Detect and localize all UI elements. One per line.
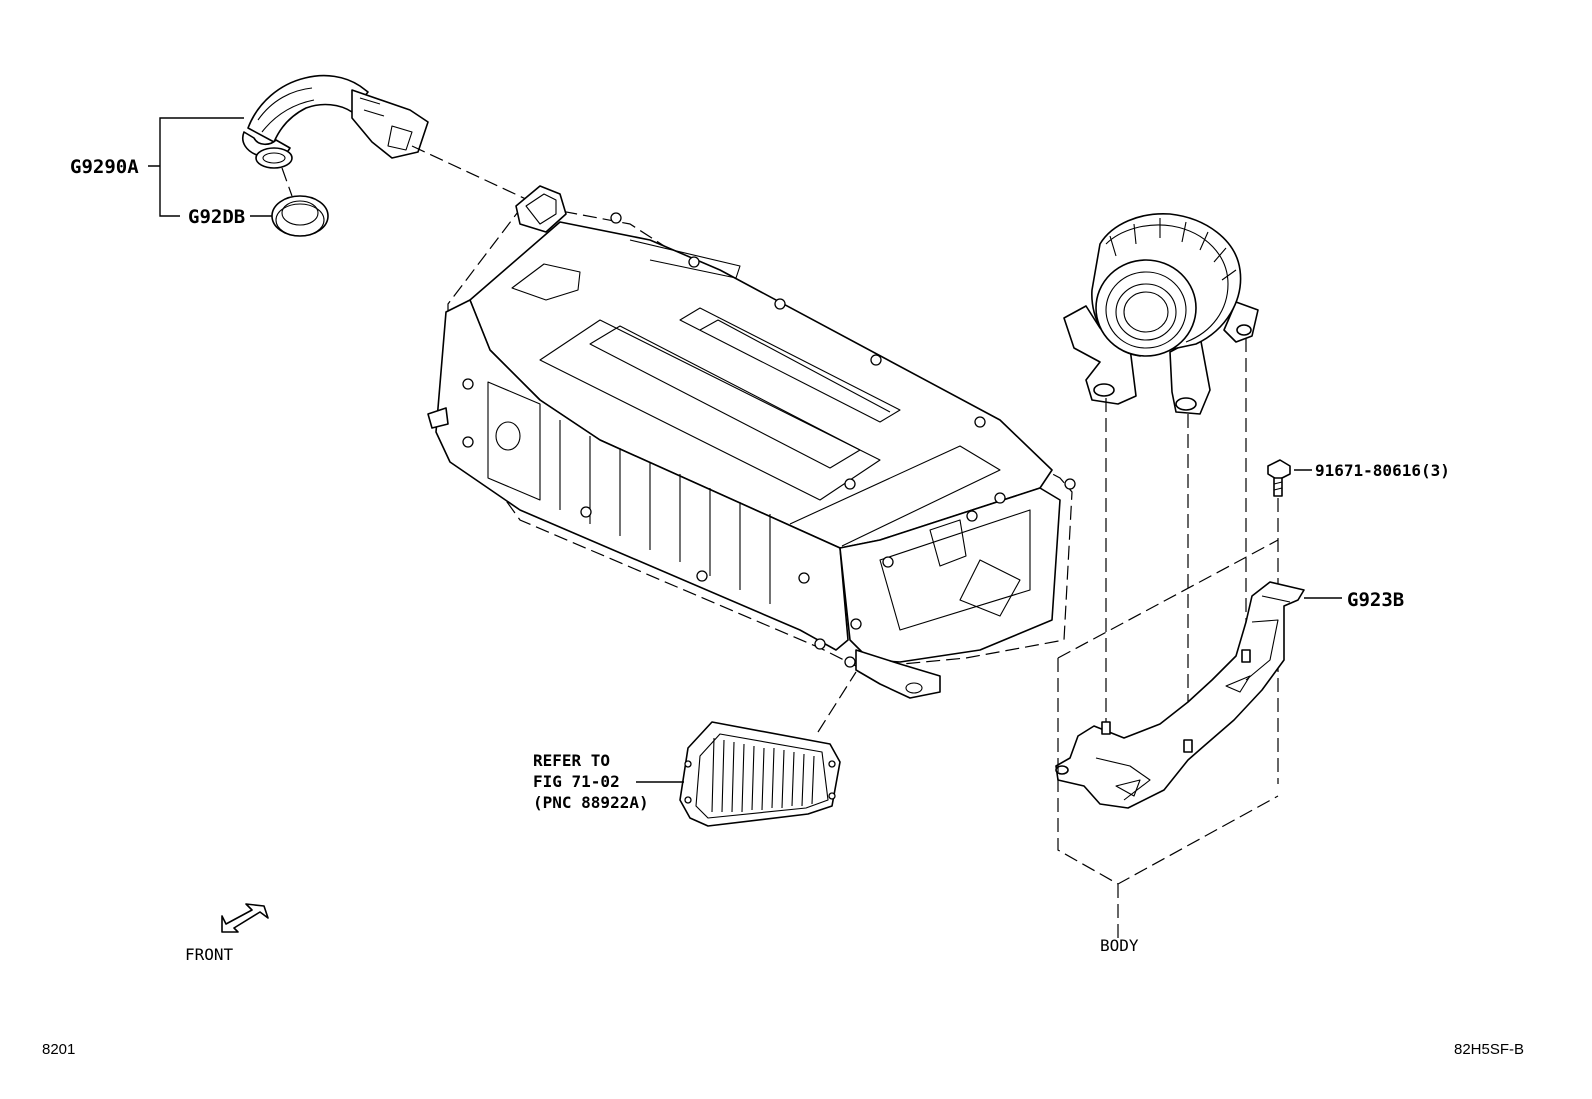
refer-line-2: FIG 71-02: [533, 772, 620, 791]
air-filter: [679, 721, 841, 827]
footer-left-code: 8201: [42, 1041, 75, 1058]
label-body: BODY: [1100, 936, 1139, 955]
refer-line-1: REFER TO: [533, 751, 610, 770]
g9290a-bracket-line: [148, 117, 244, 217]
label-bolt: 91671-80616(3): [1315, 461, 1450, 480]
label-g9290a: G9290A: [70, 156, 139, 178]
refer-line-3: (PNC 88922A): [533, 793, 649, 812]
label-g92db: G92DB: [188, 206, 245, 228]
battery-bolts: [462, 212, 1076, 668]
grommet-ring: [271, 195, 329, 237]
label-g923b: G923B: [1347, 589, 1404, 611]
footer-right-code: 82H5SF-B: [1454, 1041, 1524, 1058]
duct-to-battery-dash: [411, 145, 529, 201]
intake-duct: [242, 74, 429, 169]
filter-to-battery-dash: [817, 671, 857, 733]
front-arrow-icon: [221, 903, 269, 933]
battery-assembly: [427, 185, 1073, 699]
bracket-g923b: [1055, 581, 1305, 809]
duct-to-grommet-dash: [281, 167, 293, 197]
bolt-91671: [1267, 459, 1291, 497]
blower-fan: [1063, 213, 1259, 415]
body-mount-dash-box: [1057, 539, 1279, 940]
label-front: FRONT: [185, 945, 234, 964]
